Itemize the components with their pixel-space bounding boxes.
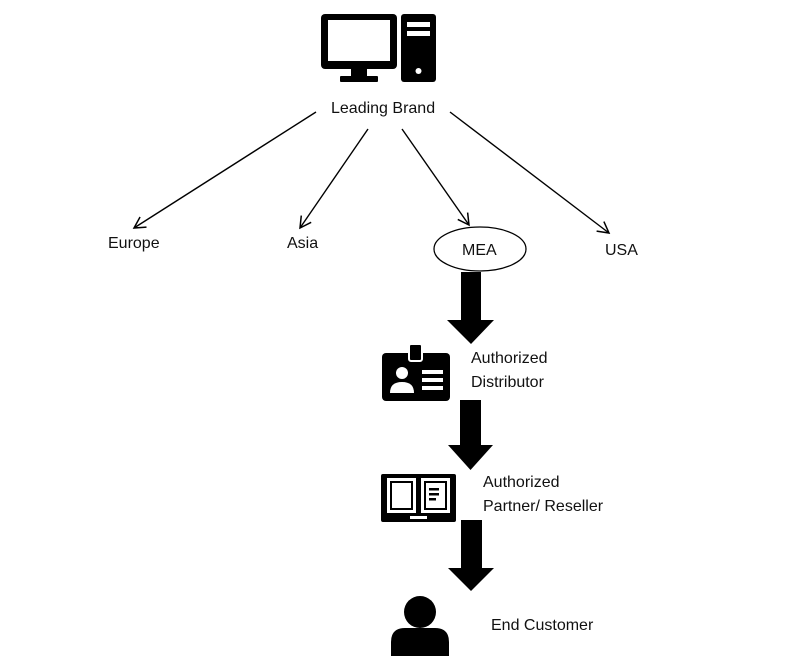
- stage-label-distributor-line2: Distributor: [471, 374, 544, 391]
- arrow-to-asia: [299, 128, 369, 230]
- user-icon: [391, 596, 449, 656]
- flow-arrow-1: [447, 272, 494, 344]
- arrow-to-usa: [449, 111, 611, 234]
- region-label-usa: USA: [605, 242, 638, 259]
- region-label-mea: MEA: [462, 242, 497, 259]
- region-label-europe: Europe: [108, 235, 160, 252]
- desktop-computer-icon: [321, 14, 436, 82]
- flow-arrow-3: [448, 520, 494, 591]
- stage-label-distributor-line1: Authorized: [471, 350, 548, 367]
- id-badge-icon: [382, 343, 450, 401]
- branch-arrows: [132, 111, 611, 234]
- stage-label-end-customer: End Customer: [491, 617, 594, 634]
- stage-label-distributor: Authorized Distributor: [471, 347, 591, 395]
- stage-label-reseller-line1: Authorized: [483, 474, 560, 491]
- arrow-to-mea: [401, 128, 470, 227]
- open-book-icon: [381, 474, 456, 522]
- mea-ellipse: [433, 226, 527, 272]
- root-label: Leading Brand: [331, 100, 436, 117]
- region-label-asia: Asia: [287, 235, 319, 252]
- stage-label-reseller-line2: Partner/ Reseller: [483, 498, 604, 515]
- flow-arrow-2: [448, 400, 493, 470]
- arrow-to-europe: [132, 111, 317, 229]
- stage-label-reseller: Authorized Partner/ Reseller: [483, 471, 643, 519]
